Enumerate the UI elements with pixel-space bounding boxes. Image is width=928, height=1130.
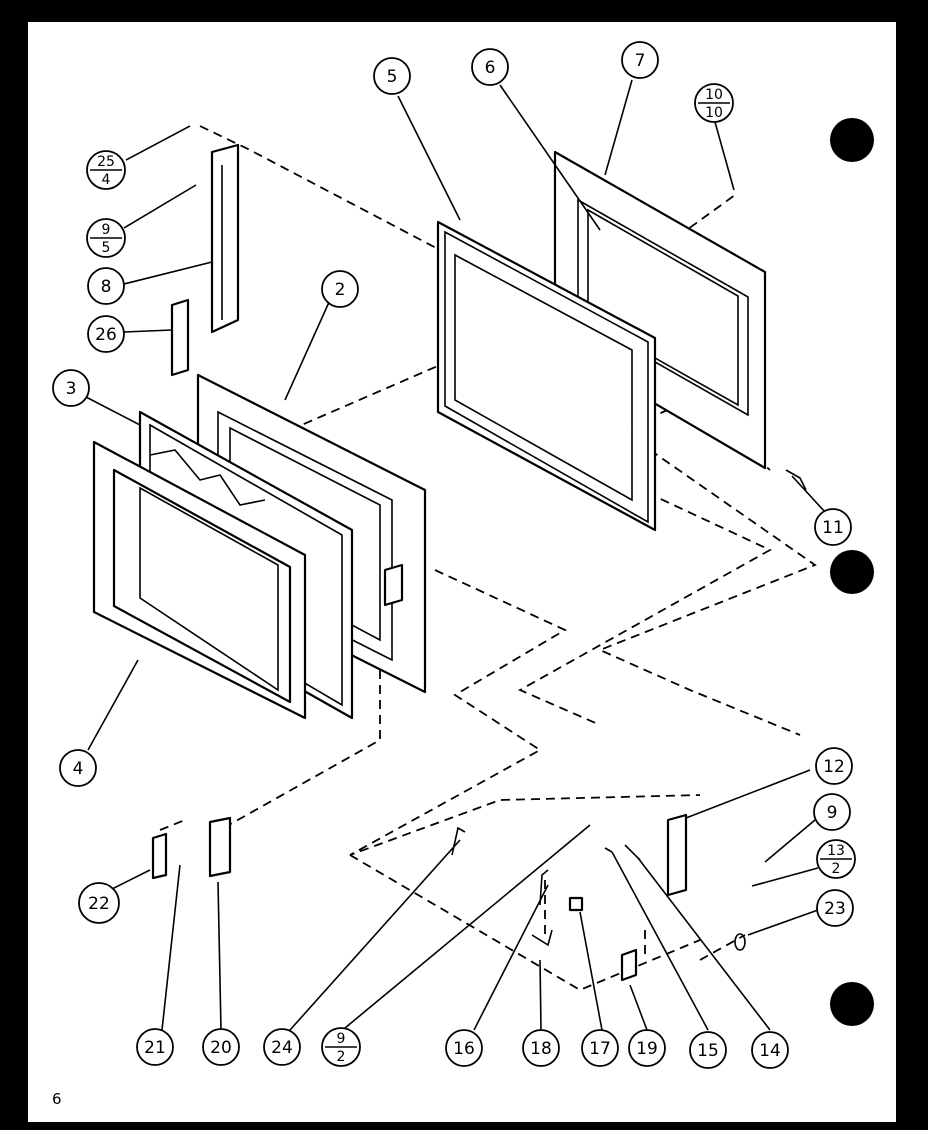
part-latch-20 — [208, 816, 232, 878]
callout-9-5: 95 — [86, 218, 126, 258]
svg-text:8: 8 — [101, 277, 112, 297]
svg-text:5: 5 — [387, 67, 398, 87]
part-latch-12 — [666, 813, 688, 897]
part-hinge-bar — [210, 143, 240, 334]
callout-24: 24 — [263, 1028, 301, 1066]
callout-13-2: 132 — [816, 839, 856, 879]
callout-6: 6 — [471, 48, 509, 86]
svg-text:9: 9 — [337, 1031, 346, 1047]
part-spring-15-14 — [604, 844, 641, 861]
part-screw-11 — [785, 469, 807, 491]
part-clip-23 — [734, 933, 746, 951]
callout-9: 9 — [813, 793, 851, 831]
svg-text:9: 9 — [102, 222, 111, 238]
page-number: 6 — [52, 1090, 62, 1108]
callout-25-4: 254 — [86, 150, 126, 190]
callout-3: 3 — [52, 369, 90, 407]
svg-text:10: 10 — [705, 87, 723, 103]
svg-text:10: 10 — [705, 105, 723, 121]
svg-text:15: 15 — [697, 1041, 719, 1061]
callout-14: 14 — [751, 1031, 789, 1069]
callout-21: 21 — [136, 1028, 174, 1066]
leader-lines — [85, 79, 826, 1031]
svg-text:11: 11 — [822, 518, 844, 538]
svg-text:18: 18 — [530, 1039, 552, 1059]
part-front-frame — [92, 440, 307, 720]
svg-text:25: 25 — [97, 154, 115, 170]
callout-18: 18 — [522, 1029, 560, 1067]
callout-8: 8 — [87, 267, 125, 305]
svg-text:3: 3 — [66, 379, 77, 399]
svg-text:23: 23 — [824, 899, 846, 919]
callout-7: 7 — [621, 41, 659, 79]
callout-17: 17 — [581, 1029, 619, 1067]
svg-text:5: 5 — [102, 240, 111, 256]
svg-text:19: 19 — [636, 1039, 658, 1059]
punch-hole-top — [830, 118, 874, 162]
svg-text:2: 2 — [832, 861, 841, 877]
part-clip-17 — [568, 896, 584, 912]
svg-text:17: 17 — [589, 1039, 611, 1059]
part-handle-cap — [151, 832, 168, 880]
callout-23: 23 — [816, 889, 854, 927]
svg-text:20: 20 — [210, 1038, 232, 1058]
callout-20: 20 — [202, 1028, 240, 1066]
svg-text:16: 16 — [453, 1039, 475, 1059]
callout-5: 5 — [373, 57, 411, 95]
callout-16: 16 — [445, 1029, 483, 1067]
callout-19: 19 — [628, 1029, 666, 1067]
svg-text:13: 13 — [827, 843, 845, 859]
svg-text:26: 26 — [95, 325, 117, 345]
part-switch-19 — [620, 948, 638, 982]
svg-text:22: 22 — [88, 894, 110, 914]
svg-text:14: 14 — [759, 1041, 781, 1061]
svg-text:7: 7 — [635, 51, 646, 71]
svg-text:2: 2 — [335, 280, 346, 300]
svg-text:2: 2 — [337, 1049, 346, 1065]
callout-9-2: 92 — [321, 1027, 361, 1067]
part-bracket — [170, 298, 190, 377]
svg-text:21: 21 — [144, 1038, 166, 1058]
svg-text:4: 4 — [73, 759, 84, 779]
callout-11: 11 — [814, 508, 852, 546]
svg-text:12: 12 — [823, 757, 845, 777]
part-spring-18 — [531, 869, 553, 947]
punch-hole-middle — [830, 550, 874, 594]
callout-12: 12 — [815, 747, 853, 785]
svg-text:6: 6 — [485, 58, 496, 78]
callout-4: 4 — [59, 749, 97, 787]
part-inner-frame — [436, 220, 657, 532]
callout-22: 22 — [78, 882, 120, 924]
svg-text:9: 9 — [827, 803, 838, 823]
callout-15: 15 — [689, 1031, 727, 1069]
part-rear-panel — [553, 150, 767, 470]
punch-hole-bottom — [830, 982, 874, 1026]
callout-2: 2 — [321, 270, 359, 308]
callout-26: 26 — [87, 315, 125, 353]
svg-text:24: 24 — [271, 1038, 293, 1058]
svg-text:4: 4 — [102, 172, 111, 188]
